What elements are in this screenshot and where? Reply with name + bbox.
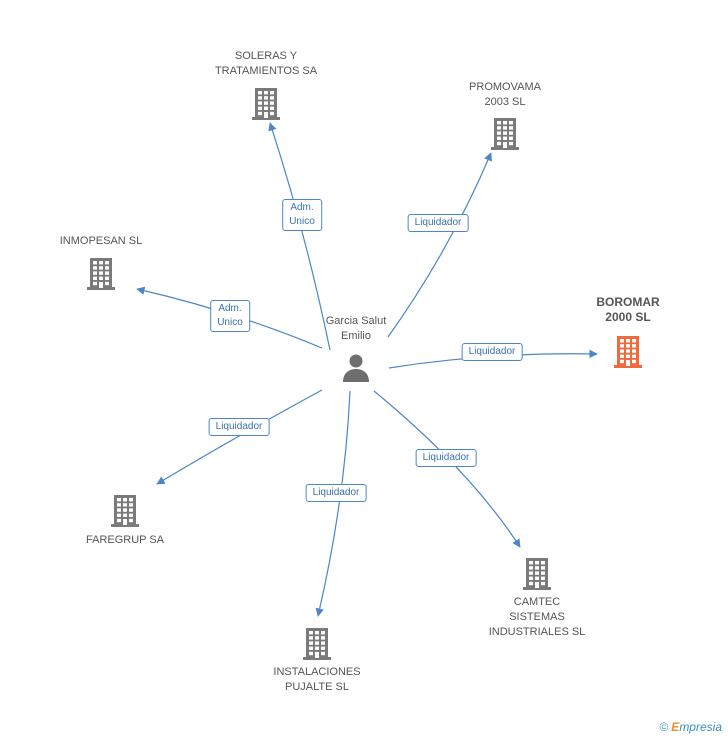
copyright-symbol: © [659,720,669,734]
edges-layer [136,122,598,617]
company-label-boromar[interactable]: BOROMAR 2000 SL [596,295,660,324]
company-label-faregrup[interactable]: FAREGRUP SA [85,534,165,546]
brand-name: mpresia [679,720,722,734]
building-icon [491,118,519,150]
edge-label-faregrup[interactable]: Liquidador [208,418,270,436]
edge-label-camtec[interactable]: Liquidador [415,449,477,467]
company-node-faregrup[interactable] [109,493,141,532]
footer-brand: ©Empresia [659,720,722,734]
edge-label-instalaciones[interactable]: Liquidador [305,484,367,502]
edge-label-promovama[interactable]: Liquidador [407,214,469,232]
building-icon [87,258,115,290]
company-label-camtec[interactable]: CAMTEC SISTEMAS INDUSTRIALES SL [488,596,586,638]
company-node-boromar[interactable] [612,334,644,373]
person-icon[interactable] [341,352,371,387]
edge-promovama [387,152,492,338]
building-icon [303,628,331,660]
company-node-inmopesan[interactable] [85,256,117,295]
edge-label-soleras[interactable]: Adm. Unico [282,199,322,231]
company-node-promovama[interactable] [489,116,521,155]
building-icon [252,88,280,120]
person-label[interactable]: Garcia Salut Emilio [325,315,387,342]
company-node-soleras[interactable] [250,86,282,125]
building-icon [614,336,642,368]
edge-soleras [268,122,331,351]
brand-e: E [671,720,680,734]
user-icon [343,354,369,382]
company-node-camtec[interactable] [521,556,553,595]
edge-label-inmopesan[interactable]: Adm. Unico [210,300,250,332]
edge-label-boromar[interactable]: Liquidador [461,343,523,361]
company-label-instalaciones[interactable]: INSTALACIONES PUJALTE SL [273,666,361,693]
building-icon [523,558,551,590]
company-label-promovama[interactable]: PROMOVAMA 2003 SL [469,81,541,108]
edge-faregrup [156,389,323,485]
edge-camtec [373,390,521,548]
building-icon [111,495,139,527]
company-node-instalaciones[interactable] [301,626,333,665]
edge-instalaciones [315,390,351,617]
company-label-inmopesan[interactable]: INMOPESAN SL [59,235,143,247]
company-label-soleras[interactable]: SOLERAS Y TRATAMIENTOS SA [214,50,318,77]
